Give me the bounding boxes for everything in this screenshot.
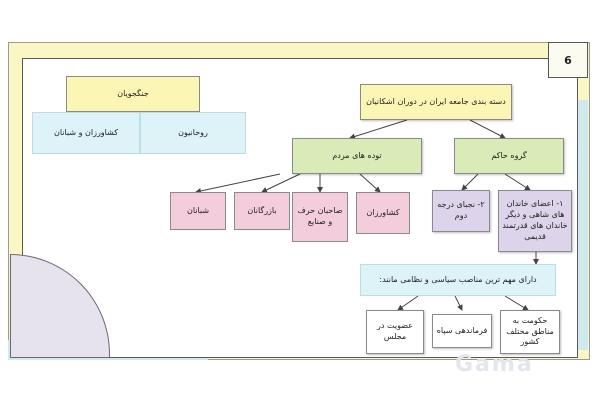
- arrow-ruling-to-royal: [504, 173, 531, 191]
- farmers-shepherds-node: کشاورزان و شبانان: [32, 112, 140, 154]
- farmers-node: کشاورزان: [356, 192, 410, 234]
- root-node: دسته بندی جامعه ایران در دوران اشکانیان: [360, 84, 512, 120]
- arrow-common-to-farmers: [359, 173, 381, 193]
- royal-families-node: ۱- اعضای خاندان های شاهی و دیگر خاندان ه…: [498, 190, 572, 252]
- common-people-node: توده های مردم: [292, 138, 422, 174]
- arrow-ruling-to-nobles: [461, 173, 479, 191]
- arrow-positions-to-council: [397, 295, 419, 311]
- ruling-group-node: گروه حاکم: [454, 138, 564, 174]
- positions-title-node: دارای مهم ترین مناصب سیاسی و نظامی مانند…: [360, 264, 556, 296]
- arrow-common-to-shepherds: [195, 173, 281, 194]
- council-membership-node: عضویت در مجلس: [366, 310, 424, 354]
- merchants-node: بازرگانان: [234, 192, 290, 230]
- craftsmen-node: صاحبان حرف و صنایع: [292, 192, 348, 242]
- arrow-common-to-merchants: [261, 173, 301, 193]
- arrow-positions-to-army: [454, 295, 463, 311]
- shepherds-node: شبانان: [170, 192, 226, 230]
- second-nobles-node: ۲- نجبای درجه دوم: [432, 190, 490, 232]
- watermark-logo: Gama: [455, 352, 534, 377]
- arrow-root-to-ruling: [469, 119, 506, 139]
- clergy-node: روحانیون: [140, 112, 246, 154]
- regional-rule-node: حکومت به مناطق مختلف کشور: [500, 310, 560, 354]
- page-number: 6: [548, 42, 588, 78]
- army-command-node: فرماندهی سپاه: [432, 314, 492, 348]
- right-accent-band: [576, 100, 588, 350]
- arrow-positions-to-regional: [504, 295, 529, 311]
- warriors-node: جنگجویان: [66, 76, 200, 112]
- arrow-root-to-common: [349, 119, 408, 140]
